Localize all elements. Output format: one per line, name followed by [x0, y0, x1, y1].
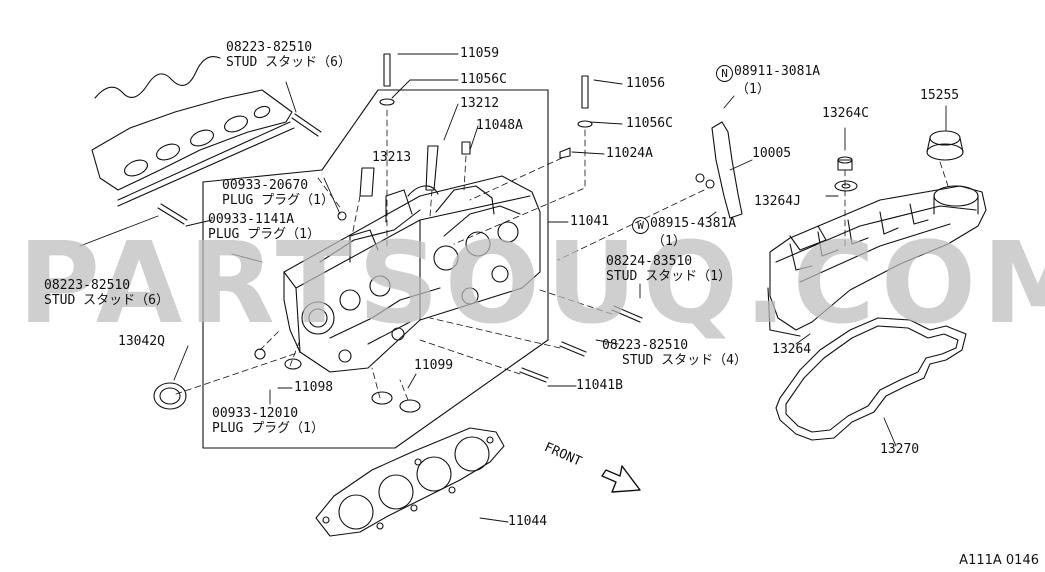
part-number: 08915-4381A [650, 216, 737, 231]
part-number: 00933-20670 [222, 178, 309, 193]
part-desc: STUD スタッド（6） [226, 55, 351, 70]
valve-cover-gasket-inner [785, 325, 959, 433]
label-13264[interactable]: 13264 [772, 342, 812, 357]
valve-cover [767, 185, 987, 337]
label-11056c-a[interactable]: 11056C [460, 72, 507, 87]
w-badge-icon: W [632, 217, 649, 234]
label-00933-20670[interactable]: 00933-20670 PLUG プラグ（1） [222, 178, 334, 208]
label-13042q[interactable]: 13042Q [118, 334, 165, 349]
label-08224-83510[interactable]: 08224-83510 STUD スタッド（1） [606, 254, 731, 284]
label-11048a[interactable]: 11048A [476, 118, 523, 133]
part-desc: STUD スタッド（1） [606, 269, 731, 284]
label-11041b[interactable]: 11041B [576, 378, 623, 393]
label-13264c[interactable]: 13264C [822, 106, 869, 121]
manifold-studs [157, 113, 322, 225]
diagram-code: A111A 0146 [959, 553, 1039, 568]
n-badge-icon: N [716, 65, 733, 82]
label-13213[interactable]: 13213 [372, 150, 412, 165]
group-outline [202, 89, 549, 449]
part-number: 00933-12010 [212, 406, 299, 421]
head-gasket [315, 427, 505, 537]
label-11041[interactable]: 11041 [570, 214, 610, 229]
part-desc: PLUG プラグ（1） [208, 227, 320, 242]
label-00933-12010[interactable]: 00933-12010 PLUG プラグ（1） [212, 406, 324, 436]
label-08223-82510-top[interactable]: 08223-82510 STUD スタッド（6） [226, 40, 351, 70]
cylinder-head [283, 175, 541, 373]
part-desc: STUD スタッド（6） [44, 293, 169, 308]
part-desc: （1） [736, 82, 770, 97]
label-10005[interactable]: 10005 [752, 146, 792, 161]
label-13264j[interactable]: 13264J [754, 194, 801, 209]
label-08223-82510-mid[interactable]: 08223-82510 STUD スタッド（4） [602, 338, 747, 368]
exhaust-manifold [91, 56, 295, 207]
label-13270[interactable]: 13270 [880, 442, 920, 457]
assembly-dashed-lines [175, 109, 949, 401]
part-desc: （1） [652, 234, 686, 249]
part-number: 08224-83510 [606, 254, 693, 269]
part-desc: PLUG プラグ（1） [222, 193, 334, 208]
label-11059[interactable]: 11059 [460, 46, 500, 61]
label-15255[interactable]: 15255 [920, 88, 960, 103]
label-11044[interactable]: 11044 [508, 514, 548, 529]
valve-cover-gasket [775, 317, 967, 441]
oil-filler-cap [926, 130, 964, 161]
label-13212[interactable]: 13212 [460, 96, 500, 111]
grommets [834, 156, 858, 192]
label-11056c-b[interactable]: 11056C [626, 116, 673, 131]
part-number: 08223-82510 [602, 338, 689, 353]
part-number: 00933-1141A [208, 212, 295, 227]
front-arrow-icon [601, 465, 641, 493]
part-number: 08911-3081A [734, 64, 821, 79]
part-desc: PLUG プラグ（1） [212, 421, 324, 436]
chain-guide [695, 121, 743, 219]
label-11056[interactable]: 11056 [626, 76, 666, 91]
part-number: 08223-82510 [226, 40, 313, 55]
part-number: 08223-82510 [44, 278, 131, 293]
part-desc: STUD スタッド（4） [622, 353, 747, 368]
label-11099[interactable]: 11099 [414, 358, 454, 373]
label-11024a[interactable]: 11024A [606, 146, 653, 161]
label-08223-82510-left[interactable]: 08223-82510 STUD スタッド（6） [44, 278, 169, 308]
small-parts [153, 53, 643, 413]
label-11098[interactable]: 11098 [294, 380, 334, 395]
label-00933-1141a[interactable]: 00933-1141A PLUG プラグ（1） [208, 212, 320, 242]
